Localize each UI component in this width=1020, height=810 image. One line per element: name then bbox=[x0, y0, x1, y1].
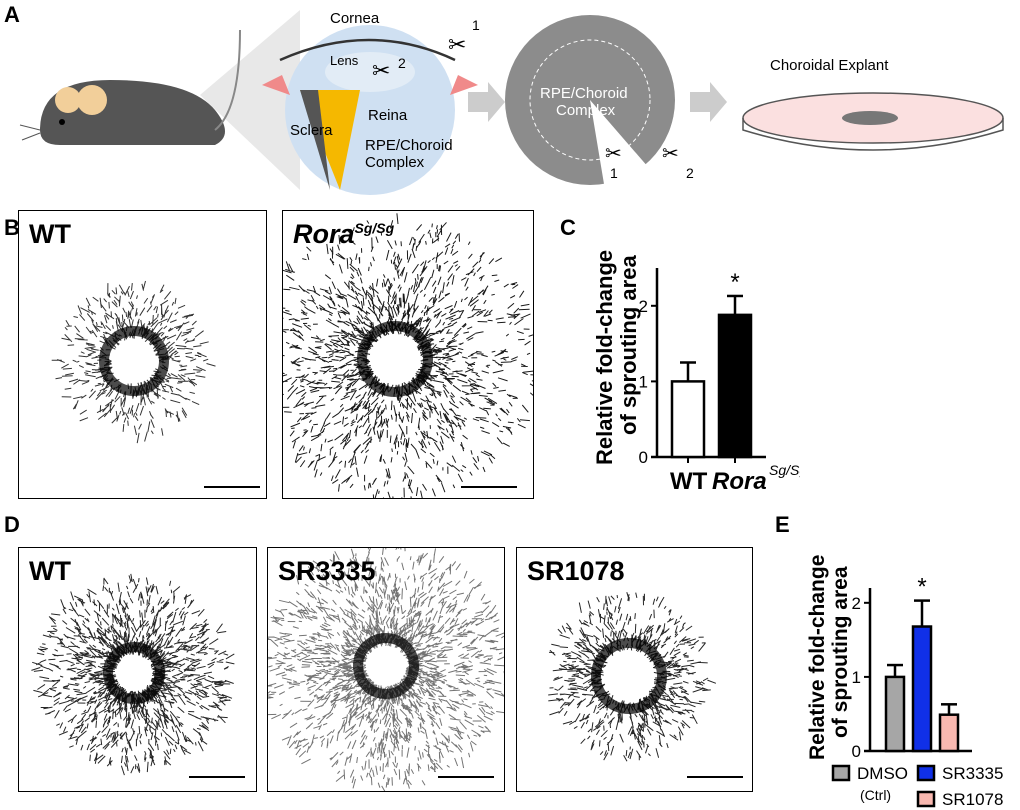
dense-ring bbox=[353, 633, 419, 699]
mouse-icon bbox=[19, 29, 241, 145]
significance-mark: * bbox=[730, 269, 739, 296]
legend-label: SR3335 bbox=[942, 764, 1003, 783]
panel-label-a: A bbox=[4, 2, 20, 27]
scale-bar bbox=[204, 486, 260, 488]
ring-cut-number-1: 1 bbox=[610, 165, 618, 181]
sprouting-vessels bbox=[283, 213, 533, 498]
panel-label-b: B bbox=[4, 215, 20, 240]
dense-ring bbox=[103, 642, 165, 704]
micrograph-wt-d: WT bbox=[18, 547, 257, 792]
sprouting-vessels bbox=[268, 548, 504, 791]
scale-bar bbox=[189, 776, 245, 778]
scale-bar bbox=[687, 776, 743, 778]
scissors-icon: ✂ bbox=[662, 143, 679, 165]
explant-center bbox=[366, 647, 406, 685]
y-axis-label-1: Relative fold-change bbox=[806, 555, 829, 760]
y-tick-label: 1 bbox=[639, 372, 648, 391]
bar bbox=[670, 380, 706, 459]
dense-ring bbox=[357, 321, 433, 397]
y-tick-label: 0 bbox=[852, 742, 861, 761]
y-axis-label-2: of sprouting area bbox=[616, 255, 641, 435]
bar bbox=[911, 625, 933, 753]
arrow-icon bbox=[468, 82, 505, 122]
arrow-icon bbox=[690, 82, 727, 122]
scissors-icon: ✂ bbox=[372, 58, 390, 83]
x-label-wt: WT bbox=[670, 468, 708, 495]
micrograph-label: WT bbox=[29, 219, 71, 249]
micrograph-label: Rora bbox=[293, 219, 355, 249]
panel-label-e: E bbox=[775, 512, 790, 537]
explant-center bbox=[604, 652, 654, 700]
scale-bar bbox=[461, 486, 517, 488]
zoom-cone bbox=[200, 10, 300, 190]
eye-icon bbox=[262, 25, 478, 195]
cut-number-2: 2 bbox=[398, 55, 406, 71]
bar bbox=[717, 313, 753, 459]
micrograph-rora: RoraSg/Sg bbox=[282, 210, 534, 499]
significance-mark: * bbox=[917, 574, 926, 601]
explant-center bbox=[116, 655, 152, 691]
sprouting-vessels bbox=[31, 573, 235, 776]
explant-center bbox=[370, 335, 420, 383]
cut-number-1: 1 bbox=[472, 17, 480, 33]
label-reina: Reina bbox=[368, 107, 408, 124]
bar bbox=[884, 675, 906, 753]
label-sclera: Sclera bbox=[290, 122, 333, 139]
legend-note: (Ctrl) bbox=[860, 787, 891, 803]
rpe-choroid-ring bbox=[505, 15, 675, 190]
y-tick-label: 2 bbox=[852, 594, 861, 613]
legend-label: DMSO bbox=[857, 764, 908, 783]
x-label-rora: Rora bbox=[712, 468, 767, 495]
scale-bar bbox=[438, 776, 494, 778]
legend-swatch bbox=[916, 790, 936, 808]
ring-label-1: RPE/Choroid bbox=[540, 85, 628, 102]
sprouting-vessels bbox=[51, 280, 216, 444]
sprouting-vessels bbox=[548, 592, 717, 762]
micrograph-wt: WT bbox=[18, 210, 267, 499]
genotype-superscript: Sg/Sg bbox=[354, 220, 395, 236]
label-cornea: Cornea bbox=[330, 10, 380, 27]
label-choroidal-explant: Choroidal Explant bbox=[770, 57, 889, 74]
x-label-rora-superscript: Sg/Sg bbox=[769, 462, 800, 478]
y-tick-label: 0 bbox=[639, 448, 648, 467]
explant-center bbox=[112, 340, 156, 382]
scissors-icon: ✂ bbox=[448, 32, 466, 57]
legend-label: SR1078 bbox=[942, 790, 1003, 809]
micrograph-label: SR3335 bbox=[278, 556, 376, 586]
bar bbox=[938, 713, 960, 753]
chart-c: Relative fold-change of sprouting area 0… bbox=[592, 250, 800, 495]
panel-label-d: D bbox=[4, 512, 20, 537]
y-tick-label: 2 bbox=[639, 297, 648, 316]
ring-label-2: Complex bbox=[556, 102, 616, 119]
y-tick-label: 1 bbox=[852, 668, 861, 687]
y-axis-label-2: of sprouting area bbox=[829, 566, 852, 738]
y-axis-label-1: Relative fold-change bbox=[592, 250, 617, 465]
micrograph-label: WT bbox=[29, 556, 71, 586]
label-rpe-1: RPE/Choroid bbox=[365, 137, 453, 154]
dissection-diagram: Cornea Lens Reina Sclera RPE/Choroid Com… bbox=[19, 10, 1004, 195]
label-lens: Lens bbox=[330, 53, 359, 68]
legend-swatch bbox=[831, 764, 851, 782]
micrograph-sr1078: SR1078 bbox=[516, 547, 753, 792]
legend-swatch bbox=[916, 764, 936, 782]
ring-cut-number-2: 2 bbox=[686, 165, 694, 181]
micrograph-sr3335: SR3335 bbox=[267, 547, 505, 792]
label-rpe-2: Complex bbox=[365, 154, 425, 171]
scissors-icon: ✂ bbox=[605, 143, 622, 165]
petri-dish-icon bbox=[742, 92, 1004, 151]
panel-label-c: C bbox=[560, 215, 576, 240]
micrograph-label: SR1078 bbox=[527, 556, 625, 586]
chart-e: Relative fold-change of sprouting area 0… bbox=[806, 555, 1003, 809]
dense-ring bbox=[591, 638, 667, 714]
dense-ring bbox=[99, 326, 169, 396]
